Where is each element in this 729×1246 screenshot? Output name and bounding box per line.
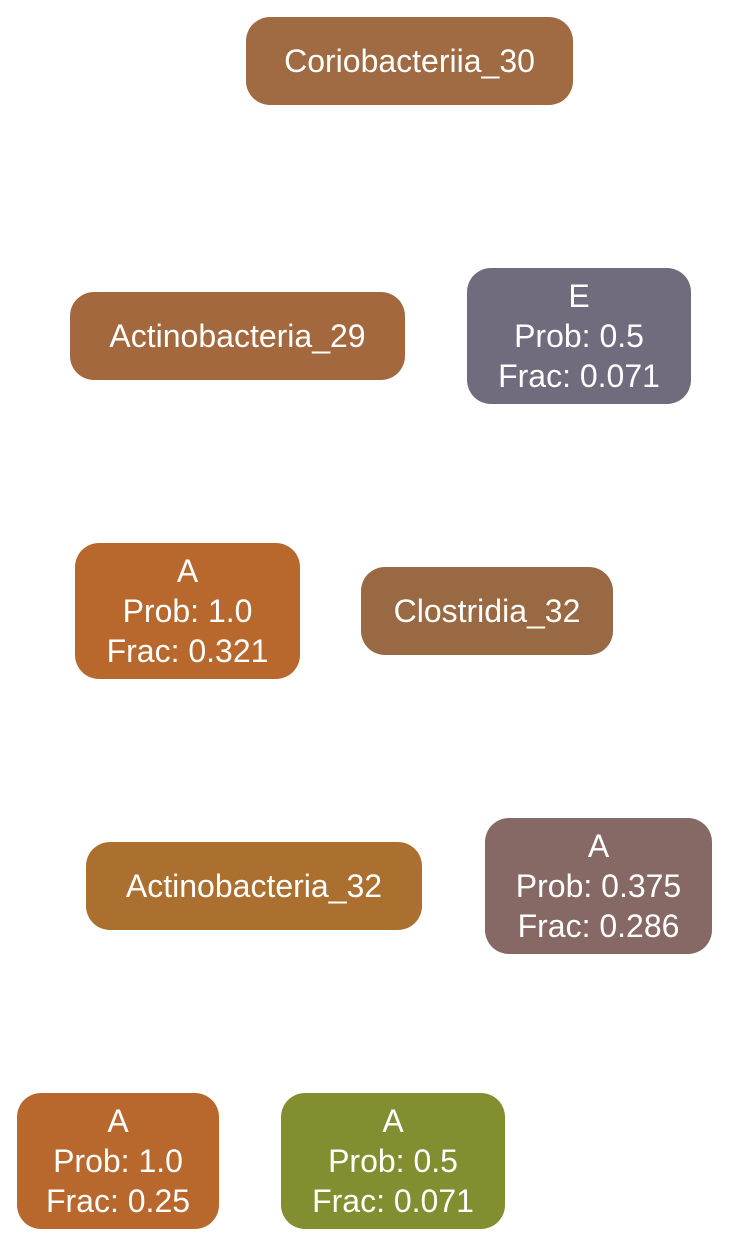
node-coriobacteriia-30: Coriobacteriia_30 xyxy=(246,17,573,105)
node-actinobacteria-32: Actinobacteria_32 xyxy=(86,842,422,930)
node-clostridia-32: Clostridia_32 xyxy=(361,567,613,655)
leaf-prob: Prob: 0.5 xyxy=(328,1143,458,1179)
leaf-label: A xyxy=(107,1103,129,1139)
leaf-node-a-4: A Prob: 0.5 Frac: 0.071 xyxy=(281,1093,505,1229)
leaf-frac: Frac: 0.321 xyxy=(106,633,269,669)
leaf-label: A xyxy=(382,1103,404,1139)
leaf-frac: Frac: 0.25 xyxy=(45,1183,191,1219)
leaf-frac: Frac: 0.071 xyxy=(312,1183,474,1219)
leaf-prob: Prob: 1.0 xyxy=(53,1143,183,1179)
leaf-label: E xyxy=(568,278,590,314)
node-actinobacteria-29: Actinobacteria_29 xyxy=(70,292,405,380)
leaf-prob: Prob: 0.5 xyxy=(514,318,644,354)
leaf-prob: Prob: 1.0 xyxy=(122,593,253,629)
leaf-frac: Frac: 0.286 xyxy=(517,908,680,944)
leaf-label: A xyxy=(176,553,199,589)
leaf-prob: Prob: 0.375 xyxy=(515,868,682,904)
leaf-node-a-2: A Prob: 0.375 Frac: 0.286 xyxy=(485,818,712,954)
leaf-node-a-1: A Prob: 1.0 Frac: 0.321 xyxy=(75,543,300,679)
node-label: Coriobacteriia_30 xyxy=(284,43,535,79)
node-label: Clostridia_32 xyxy=(393,593,581,629)
leaf-label: A xyxy=(587,828,610,864)
node-label: Actinobacteria_32 xyxy=(125,868,383,904)
leaf-node-a-3: A Prob: 1.0 Frac: 0.25 xyxy=(17,1093,219,1229)
leaf-frac: Frac: 0.071 xyxy=(498,358,660,394)
node-label: Actinobacteria_29 xyxy=(109,318,366,354)
leaf-node-e: E Prob: 0.5 Frac: 0.071 xyxy=(467,268,691,404)
